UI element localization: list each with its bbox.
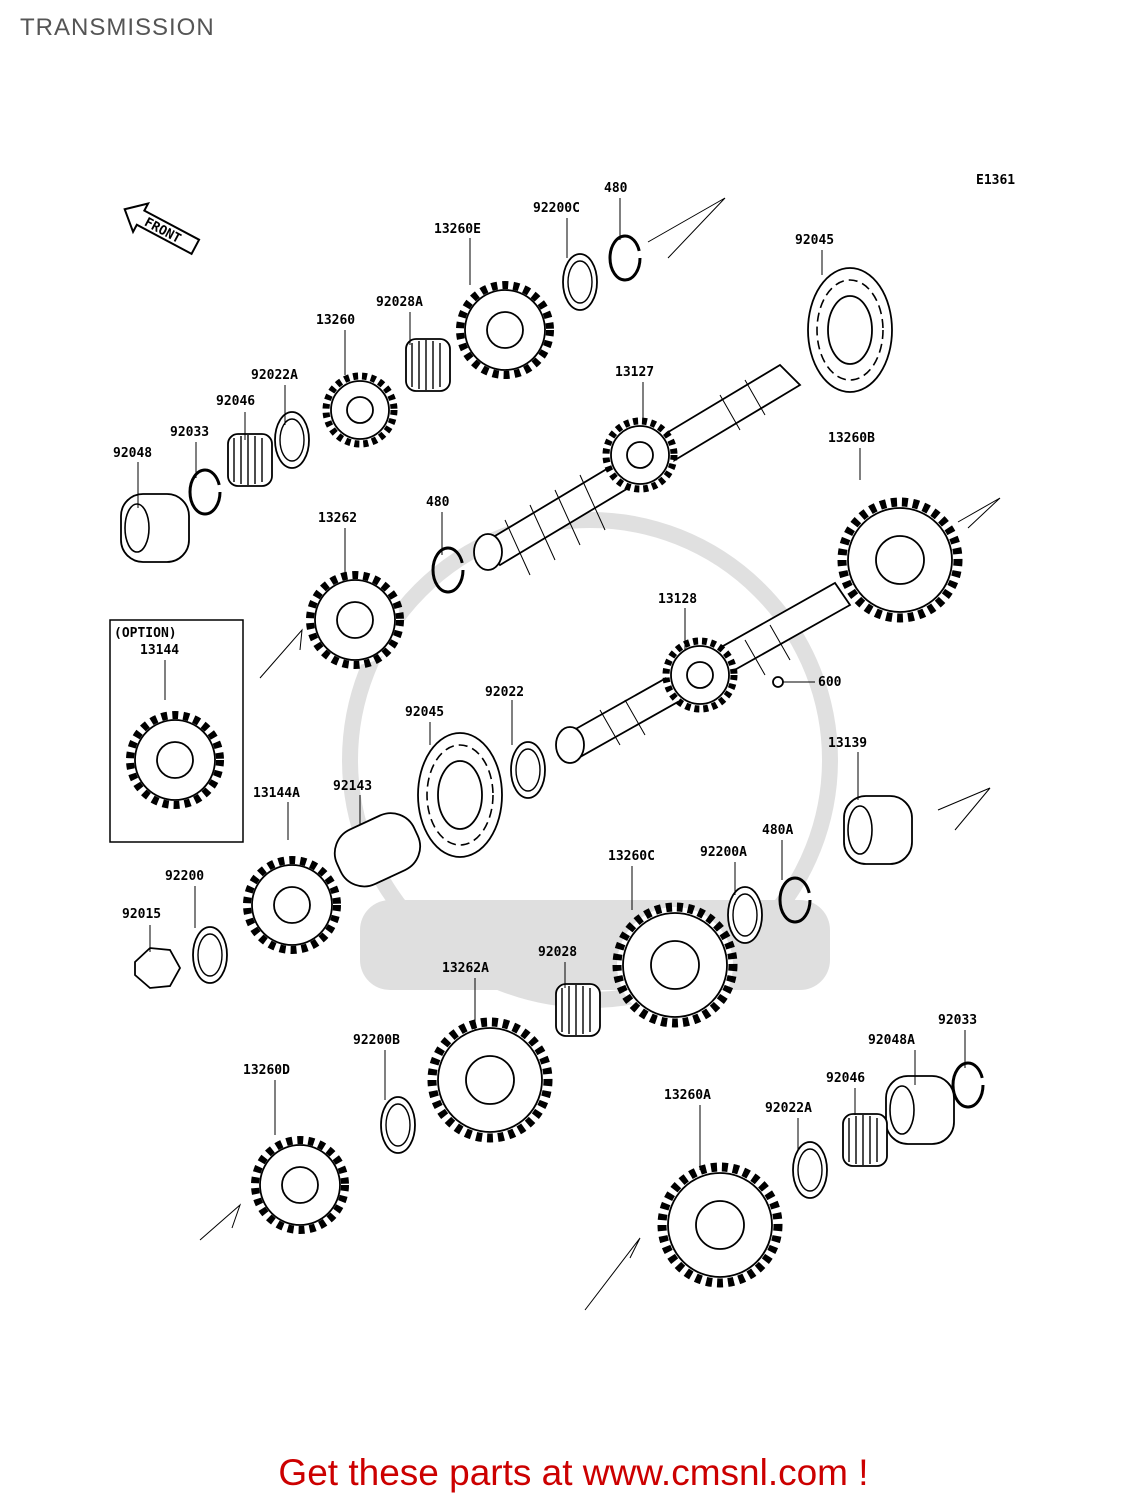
label-92046: 92046 bbox=[216, 394, 255, 409]
label-92200b: 92200B bbox=[353, 1033, 400, 1048]
part-92200c bbox=[562, 253, 598, 311]
part-13262a bbox=[432, 1022, 548, 1138]
part-92143 bbox=[333, 812, 421, 888]
label-13260: 13260 bbox=[316, 313, 355, 328]
part-92045-mid bbox=[417, 732, 503, 858]
diagram-code: E1361 bbox=[976, 173, 1015, 188]
label-13262a: 13262A bbox=[442, 961, 489, 976]
part-92033-low bbox=[951, 1061, 985, 1109]
part-600 bbox=[772, 676, 784, 688]
label-13128: 13128 bbox=[658, 592, 697, 607]
label-13139: 13139 bbox=[828, 736, 867, 751]
part-13139 bbox=[843, 795, 913, 865]
label-92033-low: 92033 bbox=[938, 1013, 977, 1028]
label-13260e: 13260E bbox=[434, 222, 481, 237]
part-92048a bbox=[885, 1075, 955, 1145]
label-92200: 92200 bbox=[165, 869, 204, 884]
footer-link-text[interactable]: Get these parts at www.cmsnl.com ! bbox=[278, 1452, 869, 1493]
part-13144a bbox=[247, 860, 337, 950]
part-92028 bbox=[555, 983, 601, 1037]
label-13260b: 13260B bbox=[828, 431, 875, 446]
part-92200b bbox=[380, 1096, 416, 1154]
label-92015: 92015 bbox=[122, 907, 161, 922]
option-box bbox=[109, 619, 244, 843]
label-92022: 92022 bbox=[485, 685, 524, 700]
page-title: TRANSMISSION bbox=[20, 14, 215, 41]
label-13260d: 13260D bbox=[243, 1063, 290, 1078]
part-92200 bbox=[192, 926, 228, 984]
part-92048 bbox=[120, 493, 190, 563]
label-480-top: 480 bbox=[604, 181, 628, 196]
label-13260a: 13260A bbox=[664, 1088, 711, 1103]
label-13144: 13144 bbox=[140, 643, 179, 658]
part-13260d bbox=[255, 1140, 345, 1230]
part-13260b bbox=[842, 502, 958, 618]
label-600: 600 bbox=[818, 675, 842, 690]
label-92046-low: 92046 bbox=[826, 1071, 865, 1086]
part-92015 bbox=[134, 947, 182, 989]
label-13262: 13262 bbox=[318, 511, 357, 526]
label-92143: 92143 bbox=[333, 779, 372, 794]
part-92045-top bbox=[807, 267, 893, 393]
label-92200a: 92200A bbox=[700, 845, 747, 860]
label-92048a: 92048A bbox=[868, 1033, 915, 1048]
label-92022a: 92022A bbox=[251, 368, 298, 383]
part-92022a bbox=[274, 411, 310, 469]
label-92045-mid: 92045 bbox=[405, 705, 444, 720]
label-480-mid: 480 bbox=[426, 495, 450, 510]
option-box-label: (OPTION) bbox=[114, 626, 177, 641]
label-13144a: 13144A bbox=[253, 786, 300, 801]
part-13262 bbox=[310, 575, 400, 665]
part-92022 bbox=[510, 741, 546, 799]
part-13144 bbox=[130, 715, 220, 805]
axis-lines bbox=[199, 197, 1001, 1311]
part-13260a bbox=[662, 1167, 778, 1283]
label-92022a-low: 92022A bbox=[765, 1101, 812, 1116]
label-13127: 13127 bbox=[615, 365, 654, 380]
part-480-top bbox=[608, 234, 642, 282]
part-13260c bbox=[617, 907, 733, 1023]
part-labels: 480 92200C 13260E 92045 92028A 13260 920… bbox=[113, 181, 977, 1116]
part-13260 bbox=[326, 376, 394, 444]
part-92046 bbox=[227, 433, 273, 487]
part-92200a bbox=[727, 886, 763, 944]
leader-lines bbox=[137, 198, 966, 1170]
label-92048: 92048 bbox=[113, 446, 152, 461]
label-92200c: 92200C bbox=[533, 201, 580, 216]
label-13260c: 13260C bbox=[608, 849, 655, 864]
part-92033 bbox=[188, 468, 222, 516]
part-92028a bbox=[405, 338, 451, 392]
label-92045-top: 92045 bbox=[795, 233, 834, 248]
label-92028: 92028 bbox=[538, 945, 577, 960]
part-92046-low bbox=[842, 1113, 888, 1167]
part-13260e bbox=[460, 285, 550, 375]
label-92033: 92033 bbox=[170, 425, 209, 440]
part-92022a-low bbox=[792, 1141, 828, 1199]
label-92028a: 92028A bbox=[376, 295, 423, 310]
part-13128-gear bbox=[666, 641, 734, 709]
front-direction-arrow: FRONT bbox=[123, 202, 201, 256]
part-13127-gear bbox=[606, 421, 674, 489]
label-480a: 480A bbox=[762, 823, 793, 838]
